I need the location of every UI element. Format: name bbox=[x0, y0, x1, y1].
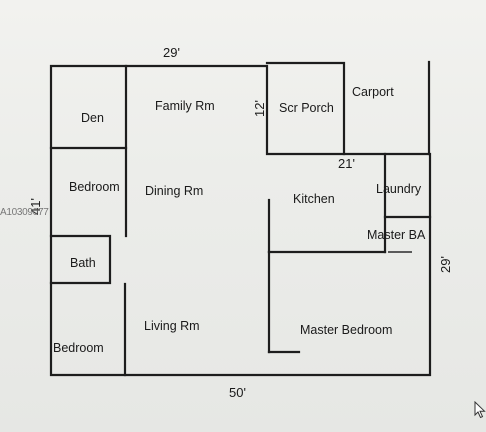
room-family-rm: Family Rm bbox=[155, 99, 215, 113]
dimension-porch-width: 21' bbox=[338, 156, 355, 171]
listing-watermark: A10309077 bbox=[0, 207, 49, 218]
mouse-cursor-icon bbox=[474, 401, 486, 419]
room-kitchen: Kitchen bbox=[293, 192, 335, 206]
room-den: Den bbox=[81, 111, 104, 125]
room-scr-porch: Scr Porch bbox=[279, 101, 334, 115]
room-bedroom-lower: Bedroom bbox=[53, 341, 104, 355]
dimension-bottom: 50' bbox=[229, 385, 246, 400]
porch-wall bbox=[265, 61, 346, 156]
dimension-porch-height: 12' bbox=[251, 100, 267, 117]
room-dining-rm: Dining Rm bbox=[145, 184, 204, 198]
room-living-rm: Living Rm bbox=[144, 319, 200, 333]
room-laundry: Laundry bbox=[376, 182, 422, 196]
room-bedroom-upper: Bedroom bbox=[69, 180, 120, 194]
dimension-top: 29' bbox=[163, 45, 180, 60]
room-carport: Carport bbox=[352, 85, 394, 99]
room-master-ba: Master BA bbox=[367, 228, 426, 242]
room-master-bedroom: Master Bedroom bbox=[300, 323, 393, 337]
room-bath: Bath bbox=[70, 256, 96, 270]
bath-wall bbox=[49, 234, 112, 285]
dimension-right: 29' bbox=[437, 256, 453, 273]
